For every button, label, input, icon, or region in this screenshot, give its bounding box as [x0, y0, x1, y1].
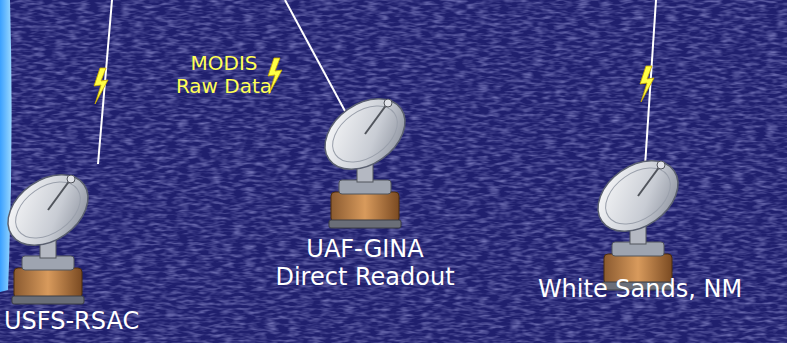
station-label: USFS-RSAC	[4, 308, 164, 336]
signal-label: MODIS Raw Data	[172, 52, 276, 98]
station-label: UAF-GINA Direct Readout	[272, 236, 458, 291]
station-label: White Sands, NM	[526, 276, 754, 304]
